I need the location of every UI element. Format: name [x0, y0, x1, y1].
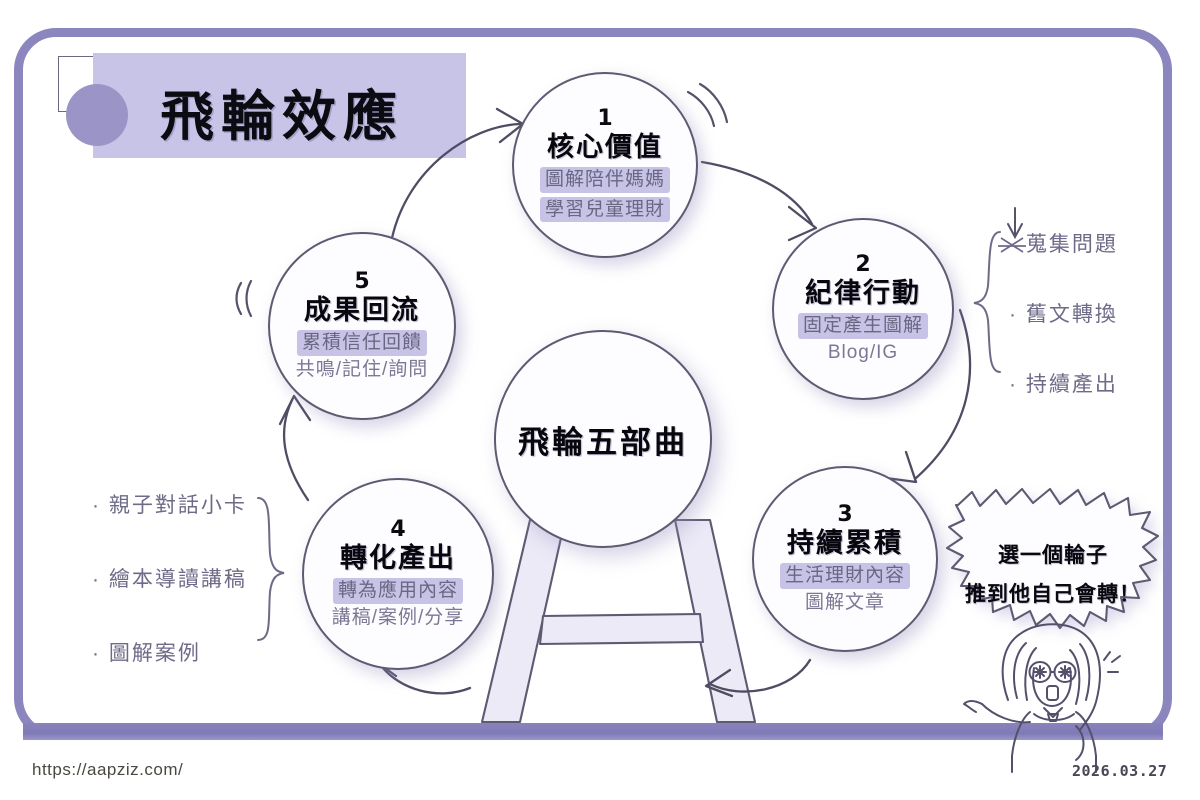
speech-bubble-line-1: 選一個輪子 — [998, 543, 1108, 567]
node-core-value[interactable]: 1 核心價值 圖解陪伴媽媽 學習兒童理財 — [512, 72, 698, 258]
node-conversion-output[interactable]: 4 轉化產出 轉為應用內容 講稿/案例/分享 — [302, 478, 494, 670]
node-subtext: 共鳴/記住/詢問 — [295, 358, 429, 380]
node-highlight: 生活理財內容 — [779, 562, 910, 589]
speech-bubble-text: 選一個輪子 推到他自己會轉！ — [958, 536, 1148, 614]
note-item: · 舊文轉換 — [1009, 303, 1118, 326]
node-disciplined-action[interactable]: 2 紀律行動 固定產生圖解 Blog/IG — [772, 218, 954, 400]
node-number: 5 — [354, 268, 370, 294]
note-item: · 繪本導讀講稿 — [92, 568, 247, 591]
note-item: · 持續產出 — [1009, 373, 1118, 396]
page-title: 飛輪效應 — [160, 85, 404, 148]
title-dot-badge — [66, 84, 128, 146]
node-subtext: Blog/IG — [827, 341, 899, 363]
ground-bar — [23, 723, 1163, 740]
node-results-feedback[interactable]: 5 成果回流 累積信任回饋 共鳴/記住/詢問 — [268, 232, 456, 420]
node-title: 成果回流 — [304, 294, 420, 326]
speech-bubble-line-2: 推到他自己會轉！ — [965, 581, 1141, 606]
note-item: · 蒐集問題 — [1009, 233, 1118, 256]
node-number: 2 — [855, 251, 871, 277]
node-highlight: 圖解陪伴媽媽 — [539, 166, 670, 193]
node-subtext: 講稿/案例/分享 — [331, 606, 465, 628]
note-item: · 親子對話小卡 — [92, 494, 247, 517]
node-highlight: 固定產生圖解 — [797, 312, 928, 339]
node-title: 紀律行動 — [805, 277, 921, 309]
node-title: 持續累積 — [787, 527, 903, 559]
node-continuous-accumulation[interactable]: 3 持續累積 生活理財內容 圖解文章 — [752, 466, 938, 652]
node-number: 1 — [597, 105, 613, 131]
node-subtext: 圖解文章 — [804, 591, 885, 613]
hub-node[interactable]: 飛輪五部曲 — [494, 330, 712, 548]
hub-label: 飛輪五部曲 — [518, 424, 688, 461]
footer-date: 2026.03.27 — [1072, 762, 1168, 780]
note-item: · 圖解案例 — [92, 642, 201, 665]
notes-right-list: · 蒐集問題 · 舊文轉換 · 持續產出 — [1009, 228, 1118, 398]
node-number: 3 — [837, 501, 853, 527]
node-highlight: 轉為應用內容 — [332, 577, 463, 604]
node-number: 4 — [390, 516, 406, 542]
node-title: 轉化產出 — [340, 542, 456, 574]
node-highlight: 累積信任回饋 — [296, 329, 427, 356]
notes-left-list: · 親子對話小卡 · 繪本導讀講稿 · 圖解案例 — [92, 489, 247, 667]
node-title: 核心價值 — [547, 131, 663, 163]
node-highlight-secondary: 學習兒童理財 — [539, 196, 670, 223]
footer-url[interactable]: https://aapziz.com/ — [32, 760, 184, 779]
